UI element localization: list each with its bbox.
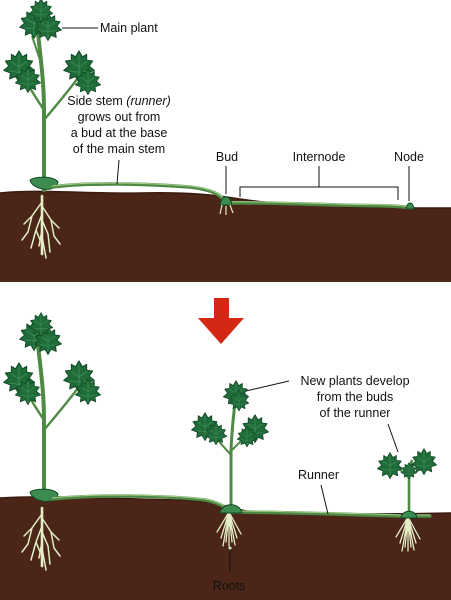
node-top bbox=[405, 202, 415, 210]
svg-text:Runner: Runner bbox=[298, 468, 339, 482]
svg-text:New plants develop: New plants develop bbox=[300, 374, 409, 388]
label-internode: Internode bbox=[239, 150, 399, 200]
svg-text:Roots: Roots bbox=[213, 579, 246, 593]
svg-text:Internode: Internode bbox=[293, 150, 346, 164]
label-side-stem: Side stem (runner) grows out from a bud … bbox=[67, 94, 171, 185]
label-new-plants: New plants develop from the buds of the … bbox=[245, 374, 410, 453]
soil-bottom bbox=[0, 496, 451, 600]
svg-text:Side stem (runner): Side stem (runner) bbox=[67, 94, 171, 108]
top-panel: Main plant Side stem (runner) grows out … bbox=[0, 0, 451, 282]
svg-text:Bud: Bud bbox=[216, 150, 238, 164]
down-arrow bbox=[198, 298, 244, 344]
main-plant-top bbox=[3, 0, 102, 260]
label-node: Node bbox=[394, 150, 424, 201]
label-runner: Runner bbox=[298, 468, 339, 515]
svg-text:from the buds: from the buds bbox=[317, 390, 393, 404]
svg-text:of the main stem: of the main stem bbox=[73, 142, 165, 156]
bottom-panel: New plants develop from the buds of the … bbox=[0, 312, 451, 600]
svg-text:Main plant: Main plant bbox=[100, 21, 158, 35]
label-bud: Bud bbox=[216, 150, 238, 194]
svg-text:of the runner: of the runner bbox=[320, 406, 391, 420]
new-plant-2 bbox=[376, 448, 438, 552]
main-plant-bottom bbox=[3, 312, 102, 572]
label-roots: Roots bbox=[213, 546, 246, 593]
soil-top bbox=[0, 191, 451, 282]
new-plant-1 bbox=[191, 380, 269, 547]
svg-text:a bud at the base: a bud at the base bbox=[71, 126, 168, 140]
svg-text:Node: Node bbox=[394, 150, 424, 164]
svg-text:grows out from: grows out from bbox=[78, 110, 161, 124]
label-main-plant: Main plant bbox=[62, 21, 158, 35]
bud-top bbox=[219, 196, 234, 215]
